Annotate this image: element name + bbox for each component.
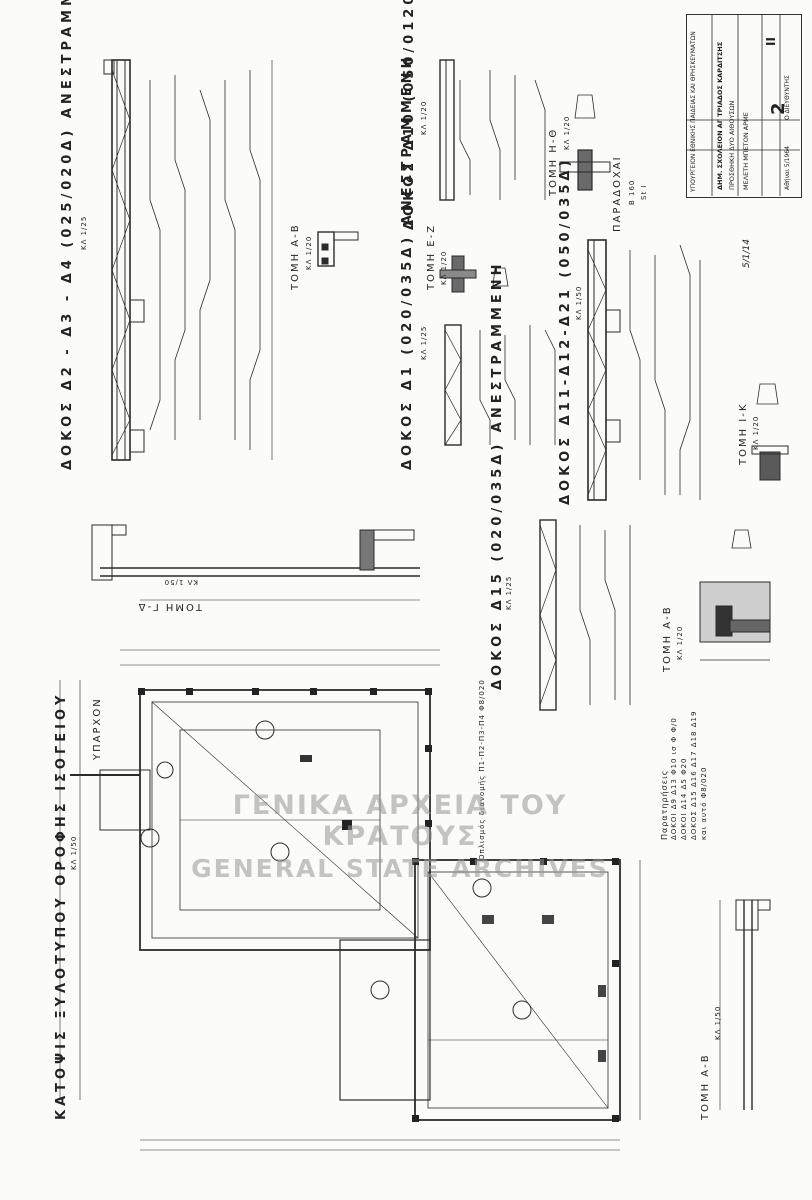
remarks-line-2: ΔΟΚΟΙ Δ14 Δ5 Φ20 — [680, 757, 688, 841]
view-title-section-ab-right: ΤΟΜΗ Α-Β — [662, 605, 673, 672]
view-scale-section-ez: ΚΛ 1/20 — [440, 250, 448, 285]
view-title-section-ab-bottom: ΤΟΜΗ Α-Β — [700, 1053, 711, 1120]
section-gd-detail — [91, 524, 420, 601]
section-ik-detail — [751, 383, 789, 481]
title-block-footer: Αθήναι 5/1964 — [784, 146, 791, 190]
section-th-detail — [559, 94, 611, 191]
section-ez-detail — [439, 255, 509, 293]
view-title-section-ik: ΤΟΜΗ Ι-Κ — [738, 402, 749, 465]
view-title-section-gd: ΤΟΜΗ Γ-Δ — [136, 601, 202, 612]
view-title-section-ez: ΤΟΜΗ Ε-Ζ — [426, 223, 437, 290]
archive-watermark: ΓΕΝΙΚΑ ΑΡΧΕΙΑ ΤΟΥ ΚΡΑΤΟΥΣ GENERAL STATE … — [150, 790, 650, 883]
title-block-study: ΜΕΛΕΤΗ ΜΠΕΤΟΝ ΑΡΜΕ — [742, 112, 750, 190]
title-block-director: Ο ΔΙΕΥΘΥΝΤΗΣ — [784, 75, 791, 120]
remarks-line-4: και αυτό Φ8/020 — [700, 766, 708, 840]
view-scale-section-ab-top: ΚΛ 1/20 — [305, 235, 313, 270]
beam-d10-elevation — [439, 59, 546, 201]
view-scale-section-ab-right: ΚΛ 1/20 — [676, 625, 684, 660]
remarks-line-1: ΔΟΚΟΙ Δ9 Δ13 Φ10 ισ Φ Φ/0 — [670, 717, 678, 840]
section-ab-detail — [317, 231, 359, 267]
view-scale-beam-d11-d21: ΚΛ 1/50 — [575, 285, 583, 320]
title-block-lines — [686, 14, 800, 196]
view-scale-section-ik: ΚΛ 1/20 — [752, 415, 760, 450]
view-title-beam-d1: ΔΟΚΟΣ Δ1 (020/035Δ) ΑΝΕΣΤΡΑΜΜΕΝΗ — [400, 53, 415, 470]
existing-label: ΥΠΑΡΧΟΝ — [92, 697, 103, 760]
view-scale-beam-d1: ΚΛ 1/25 — [420, 325, 428, 360]
section-ab-right-detail — [699, 529, 771, 661]
paradokai-concrete: Β 160 — [628, 179, 636, 205]
title-block — [686, 14, 802, 198]
view-scale-beam-d15: ΚΛ 1/25 — [505, 575, 513, 610]
title-block-ministry: ΥΠΟΥΡΓΕΙΟΝ ΕΘΝΙΚΗΣ ΠΑΙΔΕΙΑΣ ΚΑΙ ΘΡΗΣΚΕΥΜ… — [690, 31, 697, 192]
plan-title: ΚΑΤΟΨΙΣ ΞΥΛΟΤΥΠΟΥ ΟΡΟΦΗΣ ΙΣΟΓΕΙΟΥ — [54, 691, 69, 1120]
beam-d1-elevation — [444, 324, 556, 446]
beam-d2-d4-elevation — [103, 59, 273, 461]
handwritten-date: 5/1/14 — [742, 239, 752, 268]
view-title-beam-d2-d4: ΔΟΚΟΣ Δ2 - Δ3 - Δ4 (025/020Δ) ΑΝΕΣΤΡΑΜΜΕ… — [60, 0, 75, 470]
view-scale-section-th: ΚΛ 1/20 — [563, 115, 571, 150]
view-title-beam-d15: ΔΟΚΟΣ Δ15 (020/035Δ) ΑΝΕΣΤΡΑΜΜΕΝΗ — [490, 260, 505, 690]
view-scale-section-ab-bottom: ΚΛ 1/50 — [714, 1005, 722, 1040]
remarks-title: Παρατηρήσεις — [660, 769, 669, 840]
watermark-line-2: GENERAL STATE ARCHIVES — [191, 854, 609, 883]
beam-d11-d21-elevation — [587, 239, 701, 501]
view-scale-beam-d2-d4: ΚΛ 1/25 — [80, 215, 88, 250]
title-block-roman: II — [764, 37, 778, 46]
section-ab-bottom-detail — [719, 899, 771, 1110]
paradokai-title: ΠΑΡΑΔΟΧΑΙ — [612, 155, 623, 232]
title-block-subject: ΠΡΟΣΘΗΚΗ ΔΥΟ ΑΙΘΟΥΣΩΝ — [728, 100, 736, 190]
paradokai-steel: St I — [640, 184, 648, 200]
view-scale-beam-d10: ΚΛ 1/20 — [420, 100, 428, 135]
plan-scale: ΚΛ 1/50 — [70, 835, 78, 870]
floor-plan — [59, 649, 641, 1151]
title-block-project: ΔΗΜ. ΣΧΟΛΕΙΟΝ ΑΓ ΤΡΙΑΔΟΣ ΚΑΡΔΙΤΣΗΣ — [716, 41, 724, 190]
view-title-beam-d11-d21: ΔΟΚΟΣ Δ11-Δ12-Δ21 (050/035Δ) — [558, 156, 573, 505]
watermark-line-1: ΓΕΝΙΚΑ ΑΡΧΕΙΑ ΤΟΥ ΚΡΑΤΟΥΣ — [232, 790, 568, 852]
view-title-section-ab-top: ΤΟΜΗ Α-Β — [290, 223, 301, 290]
view-scale-section-gd: ΚΛ 1/50 — [163, 578, 198, 586]
remarks-line-3: ΔΟΚΟΣ Δ15 Δ16 Δ17 Δ18 Δ19 — [690, 710, 698, 840]
beam-d15-elevation — [539, 519, 631, 711]
